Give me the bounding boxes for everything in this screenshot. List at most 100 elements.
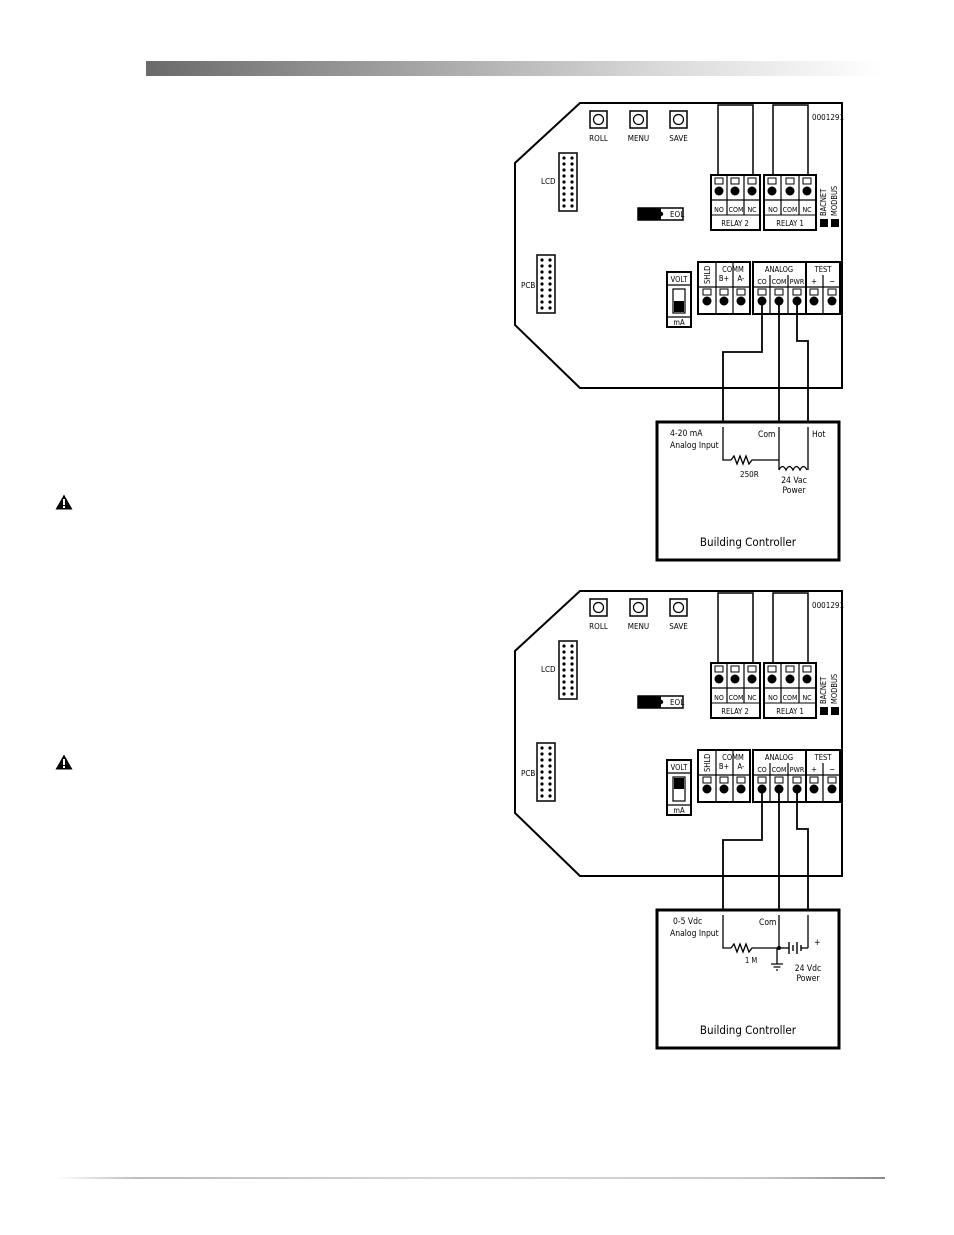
bacnet-indicator bbox=[820, 707, 828, 715]
analog-label: ANALOG bbox=[765, 265, 793, 274]
eol-label: EOL bbox=[670, 210, 684, 219]
relay-2-label: RELAY 2 bbox=[721, 707, 748, 716]
relay-2-label: RELAY 2 bbox=[721, 219, 748, 228]
input-label-line1: 4-20 mA bbox=[670, 429, 703, 439]
modbus-label: MODBUS bbox=[830, 186, 839, 216]
circuit-board: ROLL MENU SAVE 0001291 LCD bbox=[514, 102, 844, 389]
save-label: SAVE bbox=[669, 134, 688, 143]
com-label: Com bbox=[759, 918, 776, 928]
test-terminal-block: TEST + − bbox=[805, 749, 841, 803]
relay2-com-label: COM bbox=[729, 206, 744, 214]
circuit-board: ROLL MENU SAVE 0001291 LCD PCB bbox=[514, 590, 844, 877]
warning-icon bbox=[55, 494, 73, 510]
test-plus-label: + bbox=[811, 765, 817, 774]
controller-title: Building Controller bbox=[700, 1023, 797, 1037]
test-plus-label: + bbox=[811, 277, 817, 286]
pcb-header bbox=[536, 742, 556, 802]
comm-b-label: B+ bbox=[719, 762, 729, 771]
modbus-indicator bbox=[831, 707, 839, 715]
warning-icon bbox=[55, 754, 73, 770]
footer-rule bbox=[55, 1177, 885, 1179]
analog-label: ANALOG bbox=[765, 753, 793, 762]
ma-label: mA bbox=[673, 318, 685, 327]
analog-com-label: COM bbox=[772, 766, 787, 774]
roll-label: ROLL bbox=[589, 134, 608, 143]
relay-1-label: RELAY 1 bbox=[776, 219, 803, 228]
test-terminal-block: TEST + − bbox=[805, 261, 841, 315]
bacnet-label: BACNET bbox=[819, 188, 828, 216]
lcd-label: LCD bbox=[541, 177, 556, 186]
ground-icon bbox=[771, 963, 783, 971]
comm-b-label: B+ bbox=[719, 274, 729, 283]
relay1-com-label: COM bbox=[783, 694, 798, 702]
relay1-nc-label: NC bbox=[802, 694, 812, 702]
lcd-header bbox=[558, 640, 578, 700]
input-label-line2: Analog Input bbox=[670, 929, 719, 939]
relay2-nc-label: NC bbox=[747, 694, 757, 702]
comm-a-label: A- bbox=[738, 274, 745, 283]
pcb-label: PCB bbox=[521, 769, 535, 778]
save-label: SAVE bbox=[669, 622, 688, 631]
test-minus-label: − bbox=[829, 765, 835, 774]
analog-com-label: COM bbox=[772, 278, 787, 286]
shld-label: SHLD bbox=[703, 754, 712, 772]
comm-terminal-block: SHLD COMM B+ A- bbox=[697, 749, 751, 803]
relay-terminal-block: NO COM NC NO COM NC RELAY 2 RELAY 1 bbox=[710, 662, 817, 719]
part-number: 0001291 bbox=[812, 113, 844, 122]
modbus-indicator bbox=[831, 219, 839, 227]
menu-label: MENU bbox=[628, 622, 649, 631]
bacnet-label: BACNET bbox=[819, 676, 828, 704]
building-controller: 0-5 Vdc Analog Input Com + 1 M 24 Vdc Po… bbox=[655, 908, 841, 1050]
comm-a-label: A- bbox=[738, 762, 745, 771]
comm-label: COMM bbox=[722, 265, 744, 274]
relay1-no-label: NO bbox=[768, 206, 778, 214]
relay1-no-label: NO bbox=[768, 694, 778, 702]
bacnet-indicator bbox=[820, 219, 828, 227]
ma-label: mA bbox=[673, 806, 685, 815]
resistor-label: 1 M bbox=[745, 956, 757, 965]
building-controller: 4-20 mA Analog Input Com Hot 250R 24 Vac… bbox=[655, 420, 841, 562]
lcd-label: LCD bbox=[541, 665, 556, 674]
test-label: TEST bbox=[814, 265, 833, 274]
eol-label: EOL bbox=[670, 698, 684, 707]
analog-pwr-label: PWR bbox=[790, 278, 805, 286]
relay-terminal-block: NO COM NC NO COM NC RELAY 2 RELAY 1 bbox=[710, 174, 817, 231]
shld-label: SHLD bbox=[703, 266, 712, 284]
pcb-label: PCB bbox=[521, 281, 535, 290]
power-label-line1: 24 Vac bbox=[781, 476, 807, 486]
wiring-diagram-0-5vdc: ROLL MENU SAVE 0001291 LCD PCB bbox=[514, 590, 844, 1050]
save-button-group: SAVE bbox=[669, 110, 688, 143]
comm-label: COMM bbox=[722, 753, 744, 762]
relay2-nc-label: NC bbox=[747, 206, 757, 214]
test-minus-label: − bbox=[829, 277, 835, 286]
power-label-line2: Power bbox=[782, 486, 806, 496]
roll-button-group: ROLL bbox=[589, 110, 608, 143]
lcd-header bbox=[558, 152, 578, 212]
roll-label: ROLL bbox=[589, 622, 608, 631]
input-label-line1: 0-5 Vdc bbox=[673, 917, 702, 927]
relay-2-body bbox=[717, 592, 754, 664]
controller-title: Building Controller bbox=[700, 535, 797, 549]
controller-internal-wiring bbox=[722, 427, 809, 472]
volt-ma-switch: VOLT mA bbox=[666, 271, 692, 328]
save-button-group: SAVE bbox=[669, 598, 688, 631]
input-label-line2: Analog Input bbox=[670, 441, 719, 451]
power-label-line1: 24 Vdc bbox=[795, 964, 821, 974]
modbus-label: MODBUS bbox=[830, 674, 839, 704]
wiring-diagram-4-20ma: ROLL MENU SAVE 0001291 LCD bbox=[514, 102, 844, 562]
relay-1-body bbox=[772, 104, 809, 176]
resistor-label: 250R bbox=[740, 470, 759, 479]
part-number: 0001291 bbox=[812, 601, 844, 610]
relay1-nc-label: NC bbox=[802, 206, 812, 214]
relay-2-body bbox=[717, 104, 754, 176]
eol-jumper: EOL bbox=[637, 207, 684, 221]
analog-co-label: CO bbox=[757, 278, 766, 286]
analog-co-label: CO bbox=[757, 766, 766, 774]
relay2-com-label: COM bbox=[729, 694, 744, 702]
pcb-header bbox=[536, 254, 556, 314]
volt-ma-switch: VOLT mA bbox=[666, 759, 692, 816]
roll-button-group: ROLL bbox=[589, 598, 608, 631]
battery-icon bbox=[788, 942, 802, 954]
relay1-com-label: COM bbox=[783, 206, 798, 214]
volt-label: VOLT bbox=[671, 763, 689, 772]
